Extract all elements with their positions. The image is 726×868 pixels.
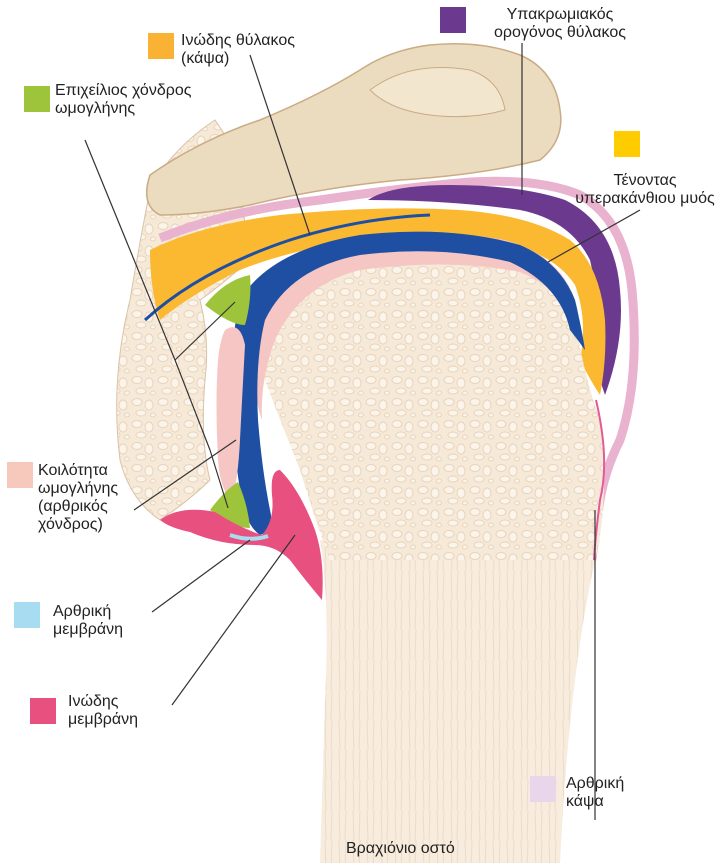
- articular-capsule-label: Αρθρική κάψα: [566, 775, 624, 811]
- fibrous-sac-label-line-2: (κάψα): [181, 50, 295, 68]
- labrum-label-line-1: Επιχείλιος χόνδρος: [55, 82, 191, 100]
- supraspinatus-tendon-swatch: [614, 131, 640, 157]
- fibrous-sac-label-line-1: Ινώδης θύλακος: [181, 32, 295, 50]
- synovial-membrane-swatch: [14, 602, 40, 628]
- labrum-label-line-2: ωμογλήνης: [55, 100, 191, 118]
- fibrous-sac-swatch: [148, 33, 174, 59]
- labrum-label: Επιχείλιος χόνδρος ωμογλήνης: [55, 82, 191, 118]
- subacromial-bursa-label-line-2: ορογόνος θύλακος: [475, 24, 645, 42]
- humerus-label: Βραχιόνιο οστό: [346, 840, 455, 858]
- fibrous-sac-label: Ινώδης θύλακος (κάψα): [181, 32, 295, 68]
- synovial-membrane-label: Αρθρική μεμβράνη: [53, 603, 123, 639]
- subacromial-bursa-label-line-1: Υπακρωμιακός: [475, 6, 645, 24]
- articular-capsule-swatch: [530, 776, 556, 802]
- fibrous-membrane-label-line-2: μεμβράνη: [68, 711, 138, 729]
- glenoid-cavity-swatch: [7, 462, 33, 488]
- glenoid-cavity-label-line-3: (αρθρικός: [38, 498, 118, 516]
- articular-capsule-label-line-2: κάψα: [566, 793, 624, 811]
- humerus-shaft: [320, 540, 600, 863]
- supraspinatus-tendon-label: Τένοντας υπερακάνθιου μυός: [570, 172, 720, 208]
- subacromial-bursa-label: Υπακρωμιακός ορογόνος θύλακος: [475, 6, 645, 42]
- glenoid-cavity-label-line-2: ωμογλήνης: [38, 480, 118, 498]
- fibrous-membrane-label: Ινώδης μεμβράνη: [68, 693, 138, 729]
- fibrous-membrane-swatch: [30, 698, 56, 724]
- subacromial-bursa-swatch: [440, 7, 466, 33]
- humerus-label-line-1: Βραχιόνιο οστό: [346, 840, 455, 858]
- articular-capsule-label-line-1: Αρθρική: [566, 775, 624, 793]
- synovial-membrane-label-line-1: Αρθρική: [53, 603, 123, 621]
- glenoid-cavity-label-line-1: Κοιλότητα: [38, 462, 118, 480]
- glenoid-cavity-label: Κοιλότητα ωμογλήνης (αρθρικός χόνδρος): [38, 462, 118, 534]
- glenoid-cavity-label-line-4: χόνδρος): [38, 516, 118, 534]
- labrum-swatch: [24, 86, 50, 112]
- supraspinatus-tendon-label-line-2: υπερακάνθιου μυός: [570, 190, 720, 208]
- supraspinatus-tendon-label-line-1: Τένοντας: [570, 172, 720, 190]
- synovial-membrane-label-line-2: μεμβράνη: [53, 621, 123, 639]
- fibrous-membrane-label-line-1: Ινώδης: [68, 693, 138, 711]
